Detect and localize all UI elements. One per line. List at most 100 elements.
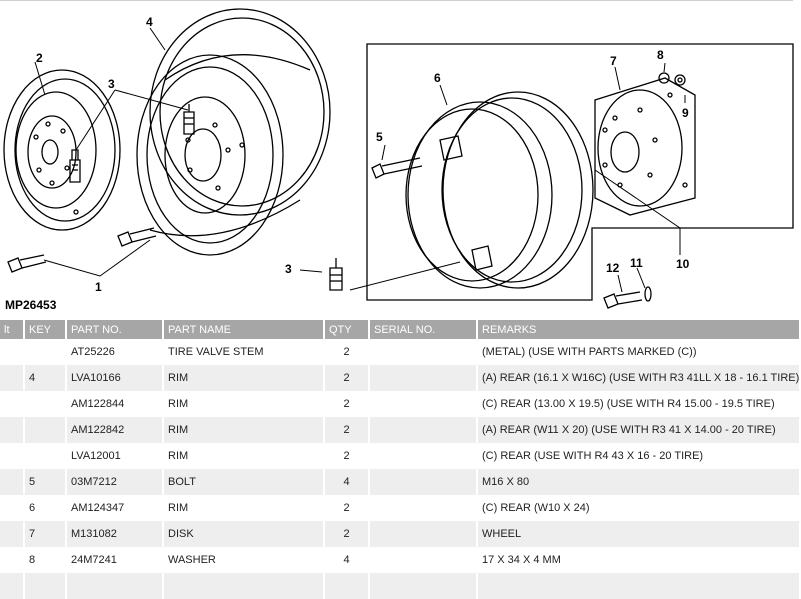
cell-lt [0, 391, 25, 417]
cell-remarks: WHEEL [477, 521, 801, 547]
parts-table-container: lt KEY PART NO. PART NAME QTY SERIAL NO.… [0, 320, 801, 599]
cell-qty: 2 [324, 417, 370, 443]
callout-8: 8 [657, 48, 664, 62]
cell-lt [0, 495, 25, 521]
cell-key: 8 [24, 547, 67, 573]
bolts-1 [7, 227, 157, 273]
valve-stem-small [69, 149, 81, 183]
cell-serial-no [369, 521, 478, 547]
cell-key [24, 573, 67, 599]
cell-serial-no [369, 495, 478, 521]
table-header-row: lt KEY PART NO. PART NAME QTY SERIAL NO.… [0, 320, 801, 339]
col-header-part-no[interactable]: PART NO. [66, 320, 164, 339]
cell-key [24, 339, 67, 365]
cell-lt [0, 521, 25, 547]
cell-key: 5 [24, 469, 67, 495]
cell-part-name: RIM [163, 417, 325, 443]
cell-lt [0, 443, 25, 469]
cell-key [24, 391, 67, 417]
cell-qty: 2 [324, 339, 370, 365]
cell-part-no: 03M7212 [66, 469, 164, 495]
cell-remarks: M16 X 80 [477, 469, 801, 495]
wheel-disc-2 [3, 69, 121, 231]
cell-serial-no [369, 417, 478, 443]
cell-lt [0, 339, 25, 365]
cell-qty: 2 [324, 365, 370, 391]
callout-1: 1 [95, 280, 102, 294]
table-row[interactable] [0, 573, 801, 599]
cell-part-name: BOLT [163, 469, 325, 495]
cell-key [24, 443, 67, 469]
cell-part-name: WASHER [163, 547, 325, 573]
figure-id: MP26453 [5, 298, 57, 312]
cell-remarks: (C) REAR (USE WITH R4 43 X 16 - 20 TIRE) [477, 443, 801, 469]
cell-remarks [477, 573, 801, 599]
cell-lt [0, 417, 25, 443]
callout-6: 6 [434, 71, 441, 85]
cell-qty: 2 [324, 443, 370, 469]
cell-key: 7 [24, 521, 67, 547]
cell-lt [0, 469, 25, 495]
cell-lt [0, 573, 25, 599]
col-header-remarks[interactable]: REMARKS [477, 320, 801, 339]
rim-4 [136, 8, 331, 256]
callout-10: 10 [676, 257, 690, 271]
cell-qty: 2 [324, 521, 370, 547]
cell-lt [0, 365, 25, 391]
cell-part-name: RIM [163, 391, 325, 417]
cell-part-no: LVA10166 [66, 365, 164, 391]
cell-part-no: AM124347 [66, 495, 164, 521]
cell-qty [324, 573, 370, 599]
cell-remarks: (C) REAR (13.00 X 19.5) (USE WITH R4 15.… [477, 391, 801, 417]
cell-part-no [66, 573, 164, 599]
rim-6 [405, 91, 594, 289]
cell-part-no: AT25226 [66, 339, 164, 365]
cell-part-no: 24M7241 [66, 547, 164, 573]
cell-part-name: RIM [163, 495, 325, 521]
cell-part-name: TIRE VALVE STEM [163, 339, 325, 365]
col-header-key[interactable]: KEY [24, 320, 67, 339]
cell-serial-no [369, 365, 478, 391]
cell-serial-no [369, 573, 478, 599]
disk-7 [594, 77, 696, 216]
col-header-qty[interactable]: QTY [324, 320, 370, 339]
exploded-parts-diagram: 1 2 3 4 3 5 6 7 8 9 10 11 12 MP26453 [0, 0, 794, 312]
cell-part-no: M131082 [66, 521, 164, 547]
callout-2: 2 [36, 51, 43, 65]
col-header-part-name[interactable]: PART NAME [163, 320, 325, 339]
cell-serial-no [369, 339, 478, 365]
cell-lt [0, 547, 25, 573]
parts-table: lt KEY PART NO. PART NAME QTY SERIAL NO.… [0, 320, 801, 599]
cell-part-name: RIM [163, 365, 325, 391]
callout-12: 12 [606, 261, 620, 275]
cell-serial-no [369, 469, 478, 495]
cell-serial-no [369, 443, 478, 469]
cell-serial-no [369, 547, 478, 573]
valve-stem-rim4 [183, 104, 195, 135]
callout-9: 9 [682, 106, 689, 120]
cell-key: 6 [24, 495, 67, 521]
cell-part-name: DISK [163, 521, 325, 547]
cell-remarks: 17 X 34 X 4 MM [477, 547, 801, 573]
cell-part-name: RIM [163, 443, 325, 469]
col-header-serial-no[interactable]: SERIAL NO. [369, 320, 478, 339]
callout-3-bottom: 3 [285, 262, 292, 276]
cell-key: 4 [24, 365, 67, 391]
cell-part-no: AM122842 [66, 417, 164, 443]
callout-11: 11 [630, 256, 643, 270]
cell-remarks: (A) REAR (W11 X 20) (USE WITH R3 41 X 14… [477, 417, 801, 443]
cell-qty: 4 [324, 547, 370, 573]
cell-part-no: AM122844 [66, 391, 164, 417]
callout-3: 3 [108, 77, 115, 91]
cell-key [24, 417, 67, 443]
